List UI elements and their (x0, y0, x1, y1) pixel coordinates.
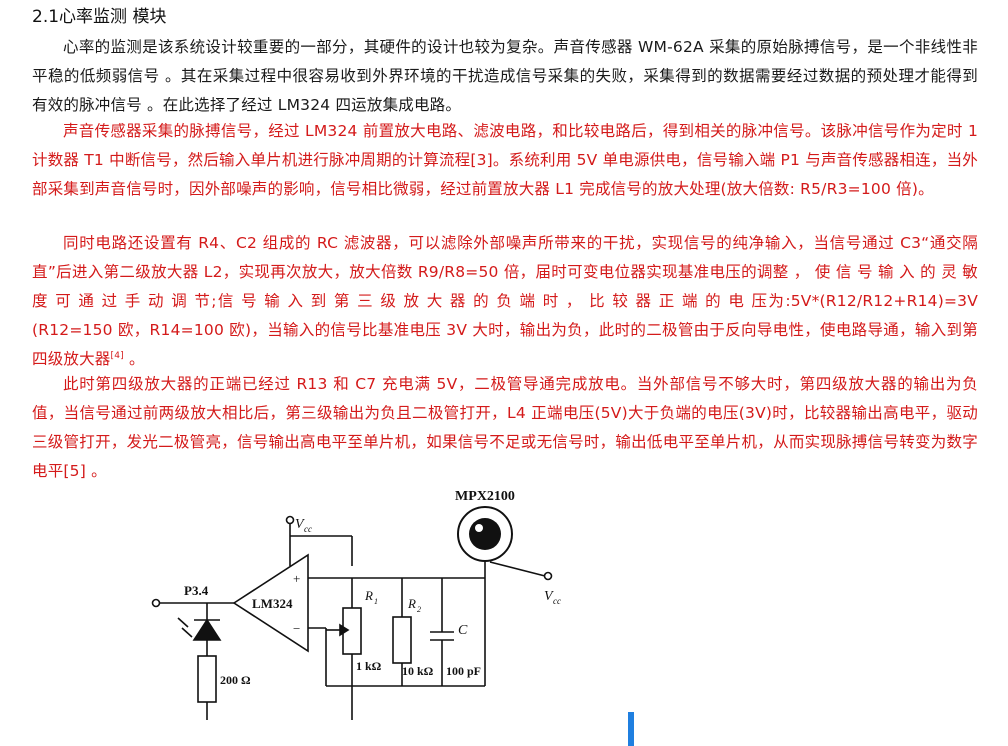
vcc-right-sub: cc (553, 596, 561, 606)
vcc-top-label: V (295, 517, 305, 532)
opamp-minus-sign: − (293, 621, 300, 636)
opamp-plus-sign: + (293, 571, 300, 586)
vcc-right-label: V (544, 589, 554, 604)
r2-value: 10 kΩ (402, 664, 434, 678)
text-cursor (628, 712, 634, 746)
citation-ref: [4] (110, 350, 124, 361)
vcc-top-sub: cc (304, 524, 312, 534)
paragraph-intro: 心率的监测是该系统设计较重要的一部分，其硬件的设计也较为复杂。声音传感器 WM-… (32, 38, 978, 114)
pressure-sensor-icon (457, 506, 513, 562)
resistor-200 (197, 655, 217, 703)
section-heading: 2.1心率监测 模块 (32, 7, 167, 27)
c-label: C (458, 623, 468, 638)
r1-value: 1 kΩ (356, 659, 382, 673)
opamp-symbol (232, 553, 309, 653)
r1-sub: 1 (374, 597, 378, 606)
port-label: P3.4 (184, 583, 209, 598)
resistor-r2 (392, 616, 412, 664)
paragraph-filter-amplifier: 同时电路还设置有 R4、C2 组成的 RC 滤波器，可以滤除外部噪声所带来的干扰… (32, 229, 978, 374)
r2-sub: 2 (417, 605, 421, 614)
circuit-diagram: MPX2100 V cc V cc P3.4 LM324 + − R 1 R 2… (151, 489, 561, 720)
paragraph-signal-processing: 声音传感器采集的脉搏信号，经过 LM324 前置放大电路、滤波电路，和比较电路后… (32, 122, 978, 198)
resistor-200-value: 200 Ω (220, 673, 251, 687)
photodiode-symbol (192, 618, 222, 641)
paragraph-filter-amplifier-end: 。 (123, 350, 145, 368)
r1-label: R (364, 588, 373, 603)
r2-label: R (407, 596, 416, 611)
opamp-label: LM324 (252, 596, 293, 611)
paragraph-filter-amplifier-text: 同时电路还设置有 R4、C2 组成的 RC 滤波器，可以滤除外部噪声所带来的干扰… (32, 234, 978, 368)
paragraph-comparator-output: 此时第四级放大器的正端已经过 R13 和 C7 充电满 5V，二极管导通完成放电… (32, 375, 978, 480)
sensor-label: MPX2100 (455, 489, 515, 504)
c-value: 100 pF (446, 664, 481, 678)
